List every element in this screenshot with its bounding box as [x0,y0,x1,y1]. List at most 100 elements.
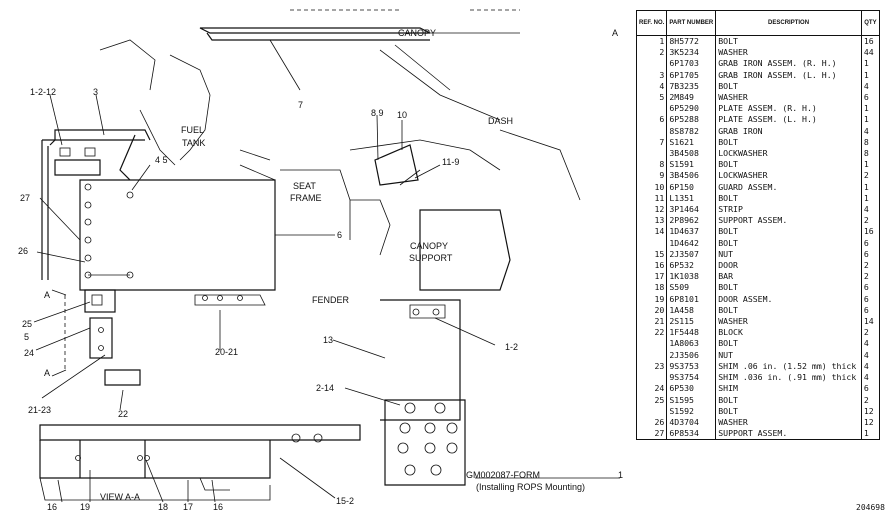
ref-no-cell: 8 [635,159,668,171]
callout-ref-a-top: A [44,290,50,300]
ref-no-cell: 17 [635,271,668,283]
part-number-cell: 2J3506 [666,349,717,361]
ref-no-cell: 3 [635,69,668,81]
rops-mounting-diagram: CANOPY A FUEL TANK DASH SEAT FRAME CANOP… [18,9,623,512]
description-cell: WASHER [715,47,862,59]
description-cell: BOLT [715,282,862,294]
part-number-cell: 3K5234 [666,47,717,59]
ref-no-cell [635,148,668,160]
ref-no-cell [635,372,668,384]
part-number-cell: 3B4508 [666,148,717,160]
canopy-drawing [199,9,520,121]
description-cell: WASHER [715,92,862,104]
leader-7 [269,39,301,91]
description-cell: GRAB IRON [715,125,862,137]
part-number-cell: 6P8101 [666,293,717,305]
description-cell: GRAB IRON ASSEM. (R. H.) [715,58,862,70]
part-number-cell: 6P150 [666,181,717,193]
ref-no-cell: 26 [635,416,668,429]
seat-frame-drawing [280,129,581,291]
part-number-cell: 8H5772 [666,35,717,48]
ref-no-cell [635,58,668,70]
leader-lines [33,94,620,503]
qty-cell: 1 [860,103,881,115]
qty-cell: 16 [860,35,881,48]
callout-ref-1-2: 1-2 [505,342,518,352]
description-cell: BOLT [715,35,862,48]
part-number-cell: 6P1705 [666,69,717,81]
qty-cell: 4 [860,204,881,216]
callout-frame: FRAME [290,193,322,203]
description-cell: DOOR ASSEM. [715,293,862,305]
ref-no-cell: 1 [635,35,668,48]
ref-no-cell: 15 [635,248,668,261]
ref-no-cell: 10 [635,181,668,193]
callout-ref-4-5: 4 5 [155,155,168,165]
callout-ref-3: 3 [93,87,98,97]
ref-no-cell [635,405,668,417]
ref-no-cell [635,125,668,137]
description-cell: BOLT [715,394,862,406]
description-cell: SUPPORT ASSEM. [715,215,862,227]
description-cell: BAR [715,271,862,283]
callout-ref-16a: 16 [47,502,57,512]
part-number-cell: 1A458 [666,304,717,317]
part-number-cell: 9S3753 [666,360,717,373]
qty-cell: 1 [860,159,881,171]
qty-cell: 6 [860,92,881,104]
header-part-number: PART NUMBER [666,10,717,36]
ref-no-cell: 19 [635,293,668,305]
callout-support: SUPPORT [409,253,453,263]
qty-cell: 2 [860,271,881,283]
plate-assembly-drawing [79,149,276,291]
ref-no-cell [635,103,668,115]
ref-no-cell: 7 [635,136,668,149]
callout-ref-2-14: 2-14 [316,383,334,393]
description-cell: LOCKWASHER [715,148,862,160]
qty-cell: 6 [860,248,881,261]
ref-no-cell: 24 [635,383,668,395]
qty-cell: 12 [860,416,881,429]
part-number-cell: 4D3704 [666,416,717,429]
callout-ref-7: 7 [298,100,303,110]
qty-cell: 14 [860,316,881,328]
qty-cell: 2 [860,260,881,272]
part-number-cell: 2S115 [666,316,717,328]
callout-fender: FENDER [312,295,350,305]
support-assembly-drawing [380,299,466,486]
callout-ref-6: 6 [337,230,342,240]
description-cell: WASHER [715,316,862,328]
part-number-cell: 6P532 [666,260,717,272]
form-reference-note: (Installing ROPS Mounting) [476,482,585,492]
ref-no-cell: 22 [635,327,668,339]
ref-no-cell: 18 [635,282,668,294]
part-number-cell: 6P5290 [666,103,717,115]
qty-cell: 2 [860,394,881,406]
qty-cell: 4 [860,360,881,373]
qty-cell: 1 [860,69,881,81]
callout-ref-1-2-12: 1-2-12 [30,87,56,97]
part-number-cell: S1591 [666,159,717,171]
part-number-cell: S1595 [666,394,717,406]
qty-cell: 1 [860,58,881,70]
description-cell: SUPPORT ASSEM. [715,428,862,441]
callout-view-aa: VIEW A-A [100,492,140,502]
part-number-cell: S1592 [666,405,717,417]
